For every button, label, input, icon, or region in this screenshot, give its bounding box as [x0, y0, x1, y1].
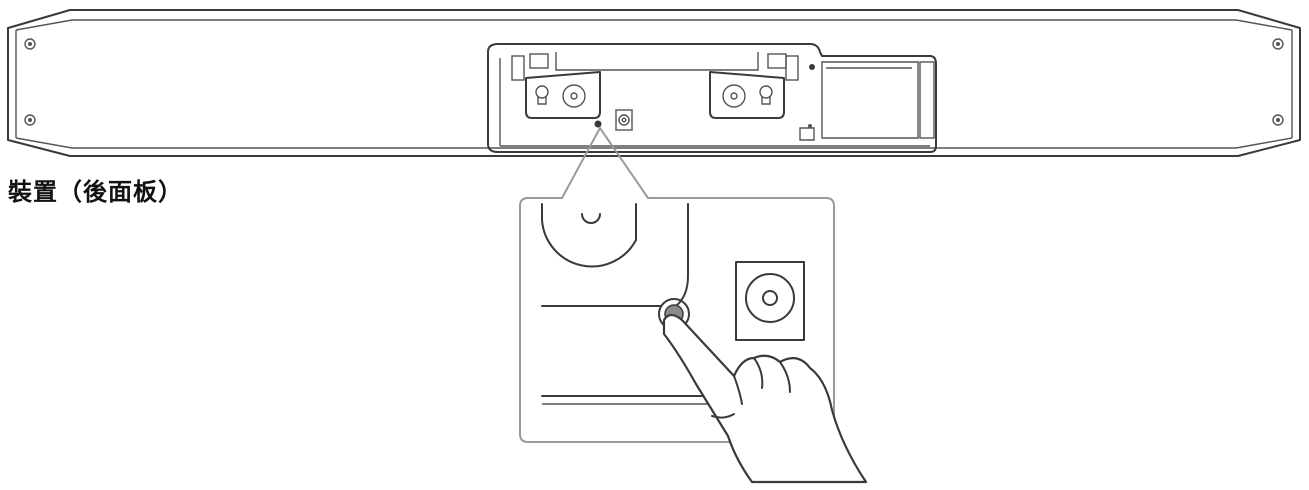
zoomed-plate-edge — [541, 203, 689, 307]
zoomed-mounting-hole — [541, 203, 637, 268]
screw-top-left — [24, 38, 36, 50]
rear-recess-panel — [487, 43, 937, 153]
screw-bottom-right — [1272, 114, 1284, 126]
mounting-plate-right — [709, 71, 785, 119]
mount-bracket-top — [511, 52, 815, 81]
device-bar — [7, 9, 1301, 157]
screw-bottom-left — [24, 114, 36, 126]
side-compartment — [799, 61, 935, 141]
panel-caption: 裝置（後面板） — [8, 178, 183, 206]
hand-pointing-icon — [662, 313, 868, 484]
zoom-callout — [519, 126, 835, 443]
zoomed-lower-rails — [541, 395, 721, 405]
power-port-small — [615, 109, 633, 131]
reset-button-small — [594, 120, 602, 128]
mounting-plate-left — [525, 71, 601, 119]
screw-top-right — [1272, 38, 1284, 50]
power-port-icon — [735, 261, 805, 341]
